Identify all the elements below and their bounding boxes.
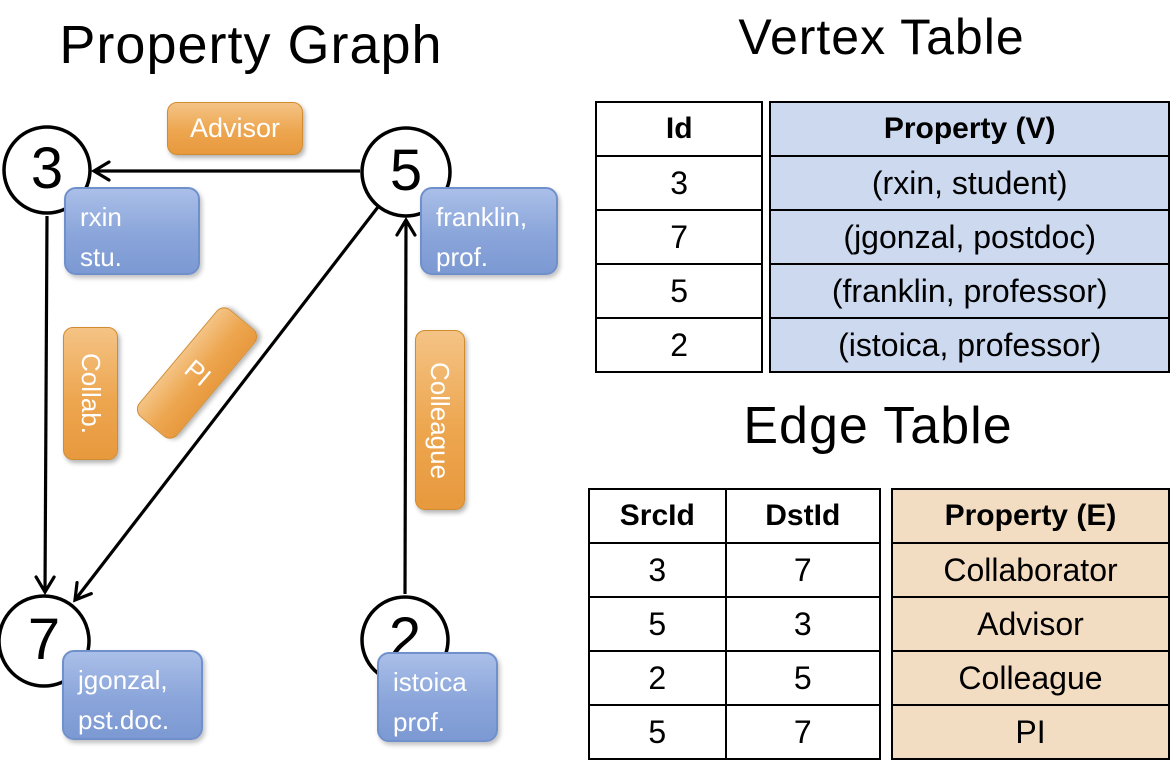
edge-src-cell: 2 xyxy=(588,650,727,706)
vertex-id-5: 5 xyxy=(389,138,423,204)
edge-label-colleague: Colleague xyxy=(415,330,465,510)
vertex-property-cell: (istoica, professor) xyxy=(769,317,1170,373)
vertex-id-column: Id 3 7 5 2 xyxy=(594,101,764,373)
vertex-id-3: 3 xyxy=(30,136,64,202)
edge-property-cell: Collaborator xyxy=(890,542,1170,598)
edge-src-cell: 3 xyxy=(588,542,727,598)
vertex-property-cell: (rxin, student) xyxy=(769,155,1170,211)
edge-dst-cell: 7 xyxy=(724,542,881,598)
vertex-table-title: Vertex Table xyxy=(738,9,1025,65)
edge-label-collab: Collab. xyxy=(63,327,118,460)
vertex-id-cell: 7 xyxy=(594,209,764,265)
edge-src-dst-columns: SrcId DstId 3 7 5 3 2 5 5 7 xyxy=(588,488,881,760)
vertex-table: Id 3 7 5 2 Property (V) (rxin, student) … xyxy=(594,101,1170,373)
edge-property-cell: Advisor xyxy=(890,596,1170,652)
node-property-5: franklin, prof. xyxy=(420,187,558,275)
edge-dst-cell: 3 xyxy=(724,596,881,652)
edge-table-title: Edge Table xyxy=(743,397,1013,455)
edge-header-property: Property (E) xyxy=(890,488,1170,544)
node-property-3: rxin stu. xyxy=(64,187,200,275)
edge-5-to-7 xyxy=(73,206,380,603)
edge-label-advisor: Advisor xyxy=(167,102,303,155)
vertex-property-cell: (franklin, professor) xyxy=(769,263,1170,319)
vertex-header-id: Id xyxy=(594,101,764,157)
edge-3-to-7 xyxy=(34,215,56,596)
property-graph-title: Property Graph xyxy=(59,15,443,75)
vertex-property-cell: (jgonzal, postdoc) xyxy=(769,209,1170,265)
edge-src-cell: 5 xyxy=(588,596,727,652)
edge-dst-cell: 5 xyxy=(724,650,881,706)
edge-2-to-5 xyxy=(395,216,417,595)
edge-property-column: Property (E) Collaborator Advisor Collea… xyxy=(890,488,1170,760)
vertex-property-column: Property (V) (rxin, student) (jgonzal, p… xyxy=(769,101,1170,373)
edge-header-srcid: SrcId xyxy=(588,488,727,544)
node-property-7: jgonzal, pst.doc. xyxy=(62,650,203,740)
edge-dst-cell: 7 xyxy=(724,704,881,760)
edge-property-cell: Colleague xyxy=(890,650,1170,706)
edge-property-cell: PI xyxy=(890,704,1170,760)
vertex-header-property: Property (V) xyxy=(769,101,1170,157)
vertex-id-7: 7 xyxy=(27,607,61,673)
edge-header-dstid: DstId xyxy=(724,488,881,544)
vertex-id-cell: 5 xyxy=(594,263,764,319)
graph-canvas xyxy=(0,125,452,688)
vertex-id-cell: 3 xyxy=(594,155,764,211)
edge-src-cell: 5 xyxy=(588,704,727,760)
vertex-id-cell: 2 xyxy=(594,317,764,373)
node-property-2: istoica prof. xyxy=(377,652,498,742)
edge-table: SrcId DstId 3 7 5 3 2 5 5 7 Property (E)… xyxy=(588,488,1170,760)
